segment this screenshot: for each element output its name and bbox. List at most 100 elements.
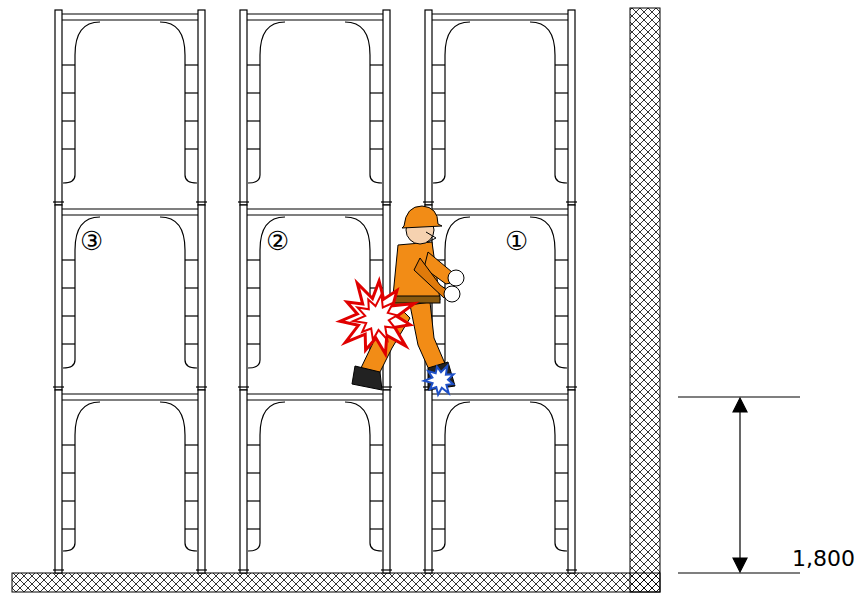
frame-stroke: [370, 444, 383, 445]
frame-stroke: [247, 214, 383, 215]
frame-stroke: [185, 444, 198, 445]
frame-stroke: [196, 569, 207, 570]
frame-stroke: [370, 543, 382, 551]
frame-stroke: [62, 393, 198, 394]
frame-stroke: [247, 444, 260, 445]
frame-stroke: [247, 500, 260, 501]
scaffold-frame: [238, 10, 392, 205]
frame-stroke: [53, 201, 64, 202]
ground-hatch: [12, 573, 660, 592]
frame-stroke: [55, 10, 62, 205]
frame-stroke: [555, 148, 568, 149]
frame-stroke: [185, 120, 198, 121]
frame-stroke: [62, 287, 75, 288]
frame-stroke: [259, 55, 260, 175]
frame-stroke: [185, 500, 198, 501]
frame-stroke: [74, 55, 75, 175]
scaffold-frame: [423, 10, 577, 205]
frame-stroke: [247, 287, 260, 288]
frame-stroke: [445, 217, 470, 250]
frame-stroke: [370, 528, 383, 529]
frame-stroke: [432, 19, 568, 20]
frame-stroke: [62, 315, 75, 316]
wall-hatch: [630, 8, 660, 592]
frame-stroke: [433, 175, 445, 183]
frame-stroke: [184, 55, 185, 175]
frame-stroke: [530, 217, 555, 250]
frame-stroke: [240, 390, 247, 573]
frame-stroke: [160, 402, 185, 435]
frame-stroke: [53, 386, 64, 387]
frame-stroke: [184, 435, 185, 543]
frame-stroke: [432, 214, 568, 215]
scaffold-frame: [238, 390, 392, 573]
frame-stroke: [568, 205, 575, 390]
ground-hatch: [12, 573, 660, 592]
frame-stroke: [555, 259, 568, 260]
frame-stroke: [247, 64, 260, 65]
frame-stroke: [53, 569, 64, 570]
frame-stroke: [369, 55, 370, 175]
frame-stroke: [185, 287, 198, 288]
frame-stroke: [555, 92, 568, 93]
frame-stroke: [185, 92, 198, 93]
frame-stroke: [370, 92, 383, 93]
frame-stroke: [247, 315, 260, 316]
frame-stroke: [62, 13, 198, 14]
frame-stroke: [554, 55, 555, 175]
frame-stroke: [240, 10, 247, 205]
frame-stroke: [247, 148, 260, 149]
frame-stroke: [345, 22, 370, 55]
frame-stroke: [555, 175, 567, 183]
callout-number: ①: [505, 228, 528, 254]
frame-stroke: [260, 22, 285, 55]
callout-number: ②: [266, 228, 289, 254]
frame-stroke: [445, 22, 470, 55]
frame-stroke: [62, 259, 75, 260]
dimension-line: [678, 397, 800, 573]
frame-stroke: [381, 569, 392, 570]
frame-stroke: [425, 10, 432, 205]
frame-stroke: [555, 120, 568, 121]
frame-stroke: [432, 500, 445, 501]
frame-stroke: [55, 205, 62, 390]
frame-stroke: [247, 472, 260, 473]
frame-stroke: [555, 64, 568, 65]
frame-stroke: [566, 386, 577, 387]
frame-stroke: [248, 360, 260, 368]
frame-stroke: [432, 472, 445, 473]
frame-stroke: [238, 386, 249, 387]
frame-stroke: [185, 360, 197, 368]
frame-stroke: [62, 120, 75, 121]
dimension-value: 1,800: [792, 548, 855, 570]
frame-stroke: [530, 402, 555, 435]
frame-stroke: [566, 201, 577, 202]
frame-stroke: [345, 217, 370, 250]
frame-stroke: [423, 201, 434, 202]
frame-stroke: [423, 569, 434, 570]
scaffold-frame: [423, 390, 577, 573]
frame-stroke: [198, 10, 205, 205]
frame-stroke: [247, 92, 260, 93]
frame-stroke: [62, 472, 75, 473]
frame-stroke: [445, 402, 470, 435]
frame-stroke: [554, 435, 555, 543]
frame-stroke: [555, 315, 568, 316]
frame-stroke: [370, 175, 382, 183]
frame-stroke: [432, 120, 445, 121]
frame-stroke: [555, 500, 568, 501]
scaffold-frames: [53, 10, 577, 573]
frame-stroke: [555, 287, 568, 288]
frame-stroke: [247, 399, 383, 400]
frame-stroke: [198, 390, 205, 573]
frame-stroke: [185, 315, 198, 316]
scaffold-frame: [53, 205, 207, 390]
frame-stroke: [185, 472, 198, 473]
frame-stroke: [247, 13, 383, 14]
frame-stroke: [185, 64, 198, 65]
frame-stroke: [185, 543, 197, 551]
frame-stroke: [432, 64, 445, 65]
frame-stroke: [568, 390, 575, 573]
frame-stroke: [432, 528, 445, 529]
frame-stroke: [247, 528, 260, 529]
